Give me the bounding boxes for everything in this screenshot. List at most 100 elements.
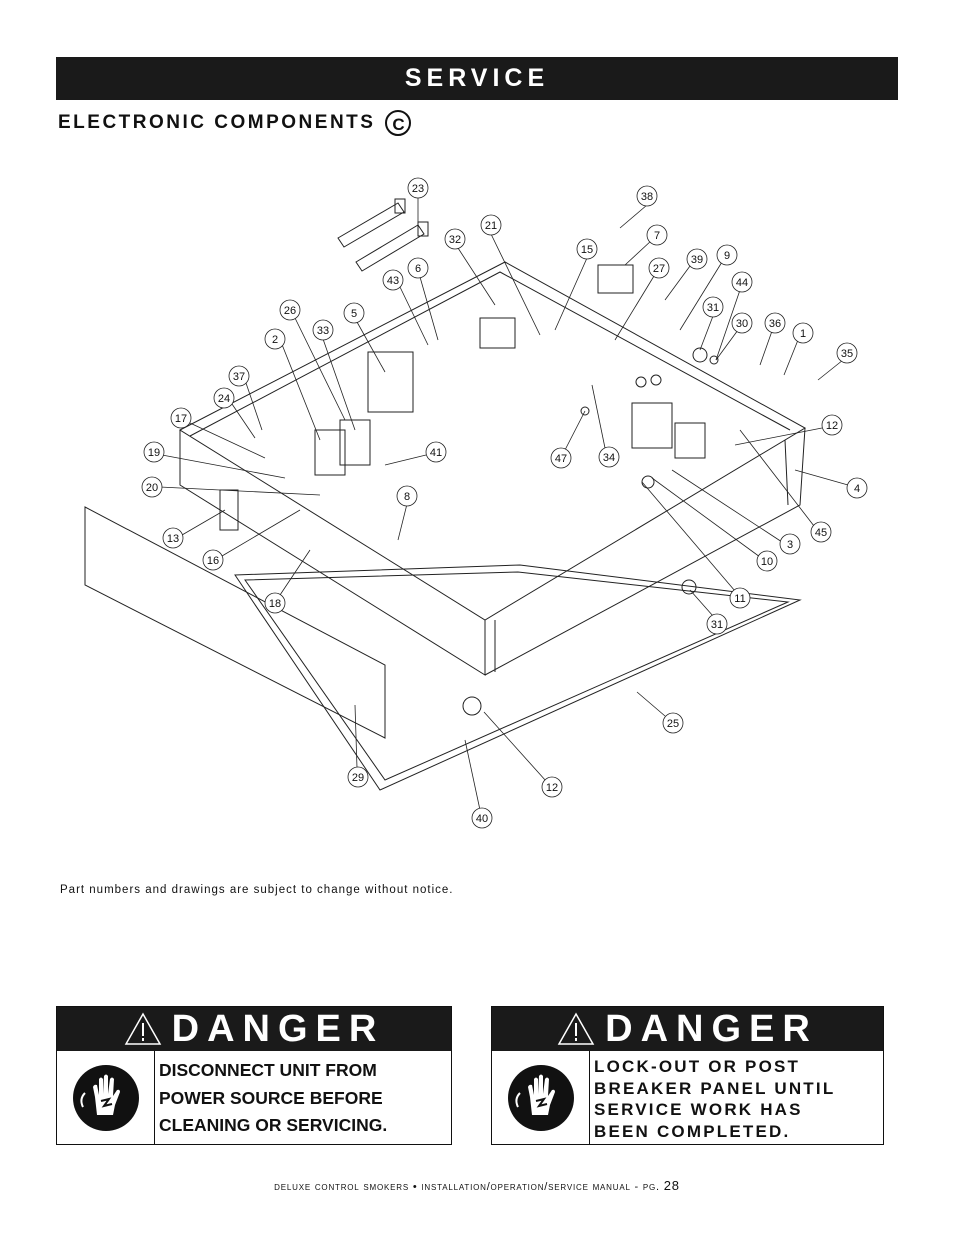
callout-label: 15 — [581, 244, 593, 256]
callout-label: 12 — [826, 420, 838, 432]
danger-message-line: CLEANING OR SERVICING. — [159, 1115, 388, 1135]
callout-circle — [716, 244, 738, 266]
callout-label: 11 — [734, 593, 745, 605]
danger-message-line: DISCONNECT UNIT FROM — [159, 1060, 377, 1080]
callout-circle — [646, 224, 668, 246]
callout-circle — [792, 322, 814, 344]
callout-label: 5 — [351, 308, 357, 320]
callout-circle — [407, 177, 429, 199]
callout-label: 45 — [815, 527, 827, 539]
callout-label: 4 — [854, 483, 860, 495]
callout-label: 9 — [724, 250, 730, 262]
callout-label: 8 — [404, 491, 410, 503]
callout-label: 24 — [218, 393, 230, 405]
callout-label: 2 — [272, 334, 278, 346]
callout-label: 33 — [317, 325, 329, 337]
callout-circle — [846, 477, 868, 499]
callout-circle — [756, 550, 778, 572]
danger-warning-1: DANGER DISCONNECT UNIT FROM POWER SOURCE… — [56, 1006, 452, 1145]
callout-label: 6 — [415, 263, 421, 275]
callout-circle — [480, 214, 502, 236]
danger-message: DISCONNECT UNIT FROM POWER SOURCE BEFORE… — [155, 1051, 393, 1144]
disclaimer-note: Part numbers and drawings are subject to… — [60, 884, 454, 896]
callout-circle — [228, 365, 250, 387]
danger-message-line: SERVICE WORK HAS — [594, 1100, 803, 1119]
callout-label: 27 — [653, 263, 665, 275]
callout-label: 32 — [449, 234, 461, 246]
callout-circle — [836, 342, 858, 364]
callout-circle — [731, 271, 753, 293]
callout-label: 17 — [175, 413, 187, 425]
callout-label: 43 — [387, 275, 399, 287]
danger-header: DANGER — [492, 1007, 883, 1051]
callout-circle — [382, 269, 404, 291]
danger-message-line: LOCK-OUT OR POST — [594, 1057, 801, 1076]
power-supply — [367, 351, 414, 413]
callout-circle — [686, 248, 708, 270]
callout-label: 25 — [667, 718, 679, 730]
callout-label: 13 — [167, 533, 179, 545]
callout-label: 10 — [761, 556, 773, 568]
callout-circle — [279, 299, 301, 321]
callout-label: 16 — [207, 555, 219, 567]
front-panel — [84, 506, 386, 739]
bottom-tray — [234, 564, 802, 791]
electric-shock-hand-icon — [72, 1064, 139, 1131]
callout-label: 38 — [641, 191, 653, 203]
danger-title: DANGER — [605, 1007, 818, 1050]
callout-circle — [779, 533, 801, 555]
callout-label: 3 — [787, 539, 793, 551]
callout-label: 31 — [707, 302, 719, 314]
callout-label: 1 — [800, 328, 806, 340]
callout-circle — [821, 414, 843, 436]
callout-circle — [170, 407, 192, 429]
callout-circle — [729, 587, 751, 609]
callout-circle — [731, 312, 753, 334]
callout-circle — [598, 446, 620, 468]
callout-label: 30 — [736, 318, 748, 330]
callout-circle — [648, 257, 670, 279]
callout-label: 31 — [711, 619, 723, 631]
callout-label: 23 — [412, 183, 424, 195]
callout-label: 29 — [352, 772, 364, 784]
callout-label: 44 — [736, 277, 748, 289]
callout-circle — [264, 328, 286, 350]
callout-circle — [764, 312, 786, 334]
warning-triangle-icon — [124, 1012, 161, 1045]
callout-circle — [202, 549, 224, 571]
page-footer: deluxe control smokers • installation/op… — [0, 1178, 954, 1193]
callout-label: 7 — [654, 230, 660, 242]
callout-circle — [444, 228, 466, 250]
callout-label: 37 — [233, 371, 245, 383]
callout-label: 40 — [476, 813, 488, 825]
warning-triangle-icon — [557, 1012, 595, 1045]
callout-circle — [141, 476, 163, 498]
callout-circle — [343, 302, 365, 324]
section-badge: C — [385, 110, 412, 136]
callout-circle — [636, 185, 658, 207]
callout-label: 39 — [691, 254, 703, 266]
callout-circle — [702, 296, 724, 318]
callout-circle — [407, 257, 429, 279]
callout-circle — [576, 238, 598, 260]
callout-label: 21 — [485, 220, 497, 232]
terminal-block — [597, 264, 634, 294]
callout-label: 12 — [546, 782, 558, 794]
danger-message-line: BREAKER PANEL UNTIL — [594, 1078, 836, 1098]
callout-label: 36 — [769, 318, 781, 330]
electric-shock-hand-icon — [507, 1064, 574, 1131]
callout-label: 35 — [841, 348, 853, 360]
callout-label: 47 — [555, 453, 567, 465]
callout-label: 20 — [146, 482, 158, 494]
footer-text: deluxe control smokers • installation/op… — [274, 1181, 660, 1193]
callout-circle — [162, 527, 184, 549]
callout-circle — [347, 766, 369, 788]
callout-circle — [810, 521, 832, 543]
section-title-text: ELECTRONIC COMPONENTS — [58, 112, 376, 133]
callout-circle — [471, 807, 493, 829]
callout-circle — [312, 319, 334, 341]
callout-circle — [662, 712, 684, 734]
callout-circle — [213, 387, 235, 409]
